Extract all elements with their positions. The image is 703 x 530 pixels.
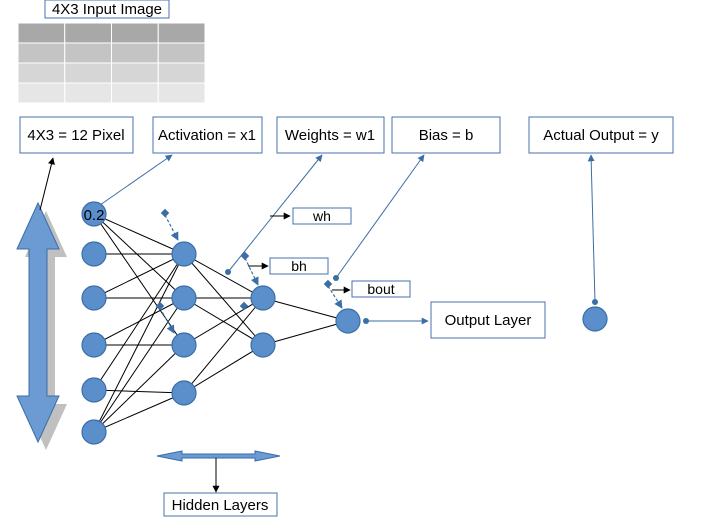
bh-label: bh (291, 258, 307, 274)
pixel-count-box: 4X3 = 12 Pixel (19, 116, 134, 154)
pixel-cell (111, 82, 159, 104)
wh-label: wh (312, 208, 331, 224)
param-pointer-arrows (248, 212, 351, 294)
pixel-cell (64, 42, 112, 64)
input-image-title-text: 4X3 Input Image (52, 1, 162, 18)
pixel-cell (64, 22, 112, 44)
input-node (81, 285, 107, 311)
hidden-layers-box: Hidden Layers (163, 492, 278, 517)
hidden-node-layer-2 (250, 285, 276, 311)
pixel-cell (111, 62, 159, 84)
hidden-node-layer-1 (171, 332, 197, 358)
input-node (81, 241, 107, 267)
bh-box: bh (269, 257, 329, 275)
activation-box: Activation = x1 (152, 116, 263, 154)
output-layer-label: Output Layer (445, 312, 532, 329)
activation-label: Activation = x1 (158, 127, 256, 144)
pixel-cell (17, 62, 66, 84)
input-value-label: 0.2 (84, 207, 105, 224)
network-edges (93, 213, 349, 433)
input-image-grid (17, 22, 206, 104)
actual-output-node (582, 306, 608, 332)
hidden-layers-label: Hidden Layers (172, 497, 269, 514)
bout-box: bout (351, 280, 411, 298)
output-layer-box: Output Layer (430, 301, 546, 339)
hidden-node-layer-1 (171, 380, 197, 406)
bias-box: Bias = b (391, 116, 501, 154)
vertical-double-arrow-icon (16, 201, 67, 450)
pixel-pointer-arrow (39, 157, 55, 211)
input-node (81, 201, 107, 227)
hidden-node-layer-2 (250, 332, 276, 358)
pixel-cell (157, 22, 206, 44)
weights-label: Weights = w1 (285, 127, 375, 144)
network-nodes (81, 201, 608, 445)
pixel-cell (17, 22, 66, 44)
output-node (335, 308, 361, 334)
pixel-cell (64, 82, 112, 104)
pixel-cell (111, 42, 159, 64)
weights-box: Weights = w1 (276, 116, 385, 154)
pixel-count-label: 4X3 = 12 Pixel (27, 127, 124, 144)
bias-dashed-arrows (155, 208, 343, 334)
bout-label: bout (367, 281, 394, 297)
pixel-cell (157, 62, 206, 84)
pixel-cell (111, 22, 159, 44)
actual-output-label: Actual Output = y (543, 127, 659, 144)
pixel-cell (157, 42, 206, 64)
hidden-node-layer-1 (171, 241, 197, 267)
input-node (81, 332, 107, 358)
pixel-cell (64, 62, 112, 84)
input-image-title: 4X3 Input Image (44, 0, 170, 19)
pixel-cell (17, 82, 66, 104)
actual-output-box: Actual Output = y (528, 116, 674, 154)
wh-box: wh (292, 207, 352, 225)
pixel-cell (17, 42, 66, 64)
hidden-node-layer-1 (171, 285, 197, 311)
callout-lines (99, 154, 598, 325)
horizontal-double-arrow-icon (156, 450, 281, 462)
input-node (81, 419, 107, 445)
pixel-cell (157, 82, 206, 104)
bias-label: Bias = b (419, 127, 474, 144)
input-node (81, 377, 107, 403)
